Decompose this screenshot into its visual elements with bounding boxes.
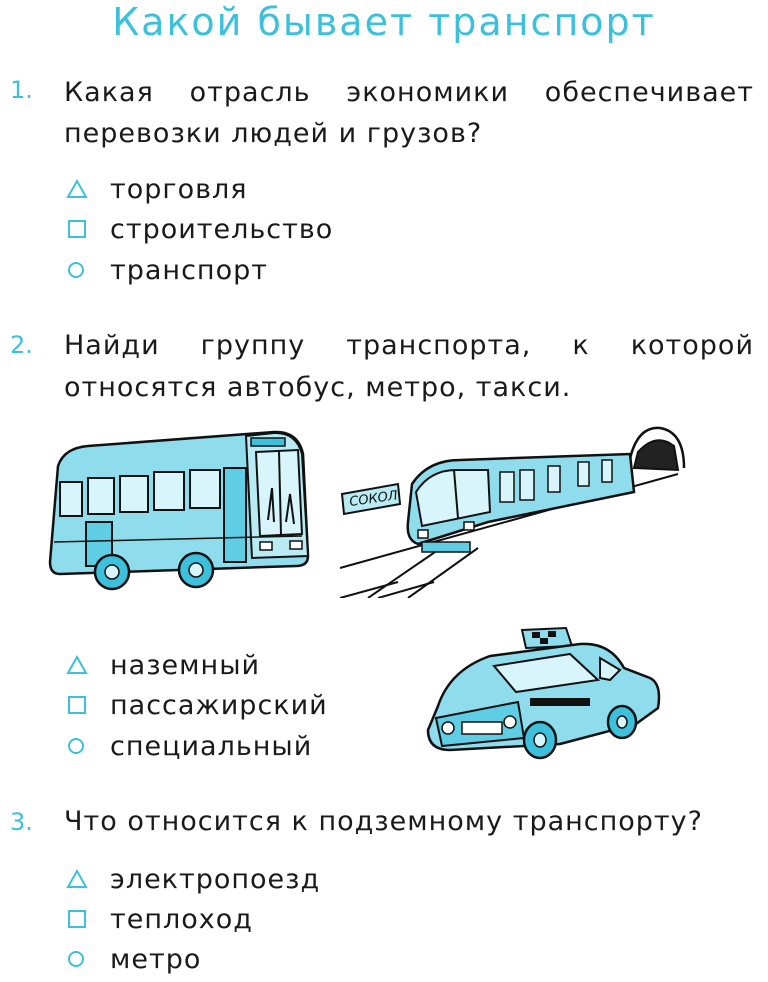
question-3-line-1: Что относится к подземному транспорту? [64, 806, 703, 837]
triangle-icon [66, 859, 110, 899]
option-label: пассажирский [110, 689, 328, 721]
triangle-icon [66, 645, 110, 685]
option-label: транспорт [110, 254, 268, 286]
option-label: строительство [110, 213, 334, 245]
square-icon [66, 899, 110, 939]
question-3-option-3[interactable]: метро [66, 939, 201, 979]
option-label: электропоезд [110, 863, 321, 895]
option-label: теплоход [110, 903, 253, 935]
metro-station-sign: СОКОЛ [348, 488, 398, 510]
metro-illustration: СОКОЛ [339, 426, 686, 598]
question-3-option-1[interactable]: электропоезд [66, 859, 320, 899]
question-2-option-3[interactable]: специальный [66, 726, 312, 766]
page-title: Какой бывает транспорт [112, 0, 656, 44]
circle-icon [66, 726, 110, 766]
option-label: торговля [110, 173, 248, 205]
square-icon [66, 209, 110, 249]
question-1-number: 1. [10, 76, 33, 104]
triangle-icon [66, 169, 110, 209]
option-label: специальный [110, 730, 313, 762]
circle-icon [66, 250, 110, 290]
question-1-line-1: Какая отрасль экономики обеспечивает [64, 77, 754, 108]
question-1-option-1[interactable]: торговля [66, 169, 248, 209]
circle-icon [66, 939, 110, 979]
question-2-number: 2. [10, 331, 33, 359]
question-2-option-2[interactable]: пассажирский [66, 685, 328, 725]
taxi-illustration [426, 626, 661, 760]
question-1-line-2: перевозки людей и грузов? [64, 118, 483, 149]
bus-illustration [48, 430, 310, 591]
option-label: наземный [110, 649, 261, 681]
square-icon [66, 685, 110, 725]
option-label: метро [110, 943, 202, 975]
question-3-option-2[interactable]: теплоход [66, 899, 253, 939]
question-2-line-1: Найди группу транспорта, к которой [64, 330, 754, 361]
question-2-line-2: относятся автобус, метро, такси. [64, 372, 572, 403]
question-1-option-3[interactable]: транспорт [66, 250, 268, 290]
question-2-option-1[interactable]: наземный [66, 645, 260, 685]
question-3-number: 3. [10, 808, 33, 836]
question-1-option-2[interactable]: строительство [66, 209, 333, 249]
